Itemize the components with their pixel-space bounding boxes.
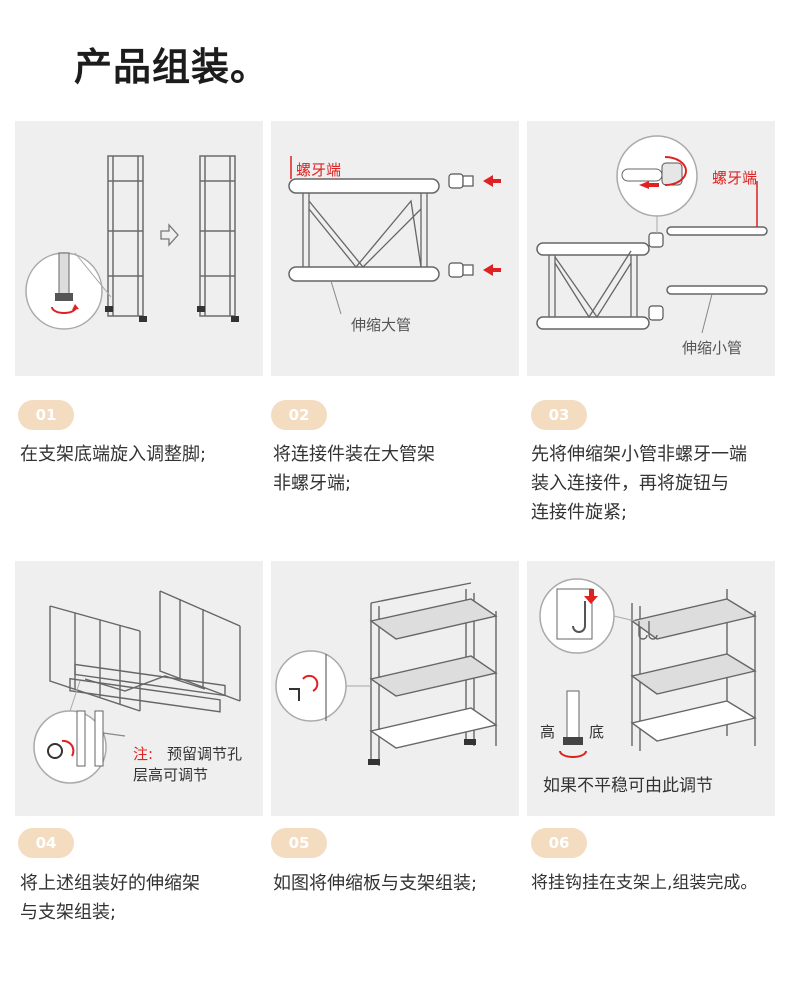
low-label: 底 — [589, 723, 605, 741]
step-badge: 06 — [531, 828, 587, 858]
large-tube-label: 伸缩大管 — [351, 316, 412, 334]
step-03-description: 先将伸缩架小管非螺牙一端 装入连接件，再将旋钮与 连接件旋紧; — [531, 444, 747, 523]
small-tube-label: 伸缩小管 — [682, 339, 743, 357]
step-01-illustration — [15, 121, 263, 376]
step-badge: 04 — [18, 828, 74, 858]
step-06-description: 将挂钩挂在支架上,组装完成。 — [531, 873, 758, 893]
step-02-illustration: 螺牙端 伸缩大管 — [271, 121, 519, 376]
step-04-illustration: 注: 预留调节孔 层高可调节 — [15, 561, 263, 816]
high-label: 高 — [540, 723, 556, 741]
reserved-holes-label: 预留调节孔 — [167, 745, 243, 763]
step-01-description: 在支架底端旋入调整脚; — [20, 444, 207, 465]
unstable-adjust-label: 如果不平稳可由此调节 — [543, 776, 713, 796]
note-label: 注: — [133, 745, 154, 763]
adjustable-height-label: 层高可调节 — [133, 766, 209, 784]
step-02-description: 将连接件装在大管架 非螺牙端; — [273, 444, 435, 494]
step-03-illustration: 螺牙端 伸缩小管 — [527, 121, 775, 376]
step-05-illustration — [271, 561, 519, 816]
step-06-illustration: 高 底 如果不平稳可由此调节 — [527, 561, 775, 816]
page-title: 产品组装。 — [74, 45, 270, 89]
step-badge: 01 — [18, 400, 74, 430]
step-05-description: 如图将伸缩板与支架组装; — [273, 873, 478, 894]
step-04-description: 将上述组装好的伸缩架 与支架组装; — [20, 873, 200, 923]
thread-end-label: 螺牙端 — [296, 161, 342, 179]
step-badge: 03 — [531, 400, 587, 430]
step-badge: 05 — [271, 828, 327, 858]
step-badge: 02 — [271, 400, 327, 430]
thread-end-label: 螺牙端 — [712, 169, 758, 187]
